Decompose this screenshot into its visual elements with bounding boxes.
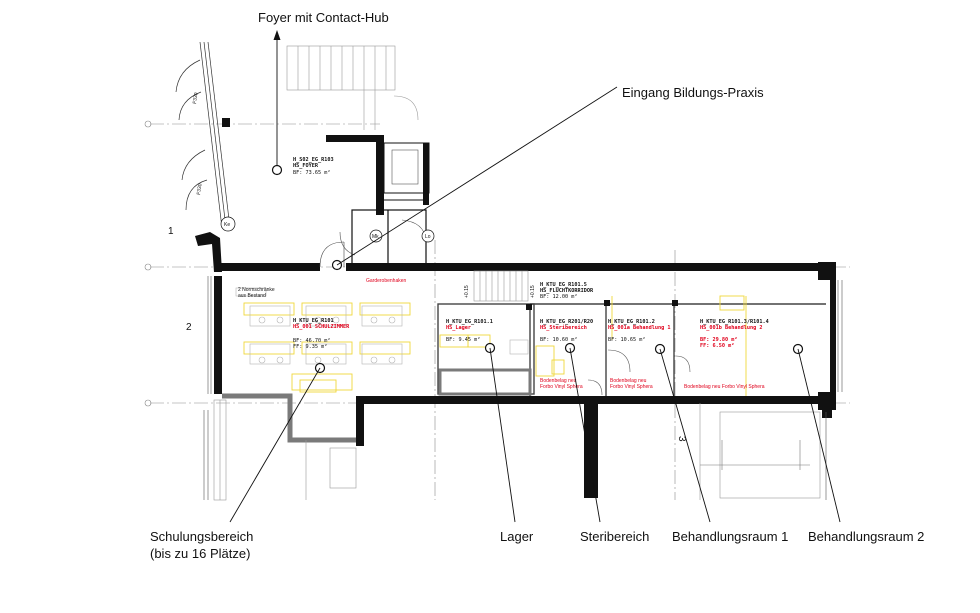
svg-text:BF: 73.65 m²: BF: 73.65 m²: [293, 170, 330, 176]
svg-text:BF: 9.45 m²: BF: 9.45 m²: [446, 337, 480, 343]
svg-text:HS_001 SCHULZIMMER: HS_001 SCHULZIMMER: [293, 324, 350, 330]
callout-training-capacity: (bis zu 16 Plätze): [150, 546, 250, 561]
callout-training: Schulungsbereich: [150, 529, 253, 544]
main-walls: [195, 232, 836, 498]
axis-markers: [144, 120, 152, 407]
right-facade: [825, 280, 843, 500]
svg-text:H_KTU_EG_R101.5: H_KTU_EG_R101.5: [540, 282, 587, 288]
room-stamp-corridor: H_KTU_EG_R101.5 HS_FLUCHTKORRIDOR BF: 12…: [540, 282, 594, 300]
room-doors: [587, 349, 691, 396]
axis-label-2: 2: [186, 322, 192, 333]
axis-label-1: 1: [168, 226, 174, 237]
callout-sterile: Steribereich: [580, 529, 649, 544]
room-stamp-sterile: H_KTU_EG_R201/R20 HS_Steribereich BF: 10…: [540, 319, 593, 343]
callout-treatment1: Behandlungsraum 1: [672, 529, 788, 544]
floor-note-t1-1: Bodenbelag neu: [610, 378, 647, 384]
callout-storage: Lager: [500, 529, 534, 544]
floor-note-sterile-2: Forbo Vinyl Sphera: [540, 384, 583, 390]
svg-text:BF: 29.80 m²: BF: 29.80 m²: [700, 337, 737, 343]
svg-text:HS_Lager: HS_Lager: [446, 325, 471, 331]
callout-treatment2: Behandlungsraum 2: [808, 529, 924, 544]
room-stamp-storage: H_KTU_EG_R101.1 HS_Lager BF: 9.45 m²: [446, 319, 493, 343]
level-note-1: +0.15: [464, 285, 470, 298]
ke-label: Ke: [224, 222, 230, 228]
svg-text:H_KTU_EG_R201/R20: H_KTU_EG_R201/R20: [540, 319, 593, 325]
room-stamp-foyer: H_S02_EG_R103 HS_FOYER BF: 73.65 m²: [293, 157, 334, 176]
svg-text:H_KTU_EG_R101.1: H_KTU_EG_R101.1: [446, 319, 493, 325]
svg-text:HS_FOYER: HS_FOYER: [293, 163, 319, 169]
floor-note-sterile-1: Bodenbelag neu: [540, 378, 577, 384]
entrance-door: [319, 241, 345, 268]
svg-text:H_S02_EG_R103: H_S02_EG_R103: [293, 157, 334, 163]
cabinets-note-1: 2 Normschränke: [238, 287, 275, 293]
wc-rooms: [220, 209, 435, 266]
svg-text:FF: 9.35 m²: FF: 9.35 m²: [293, 344, 327, 350]
training-lower-wall: [222, 393, 356, 443]
mk-label: Mk: [372, 234, 379, 240]
room-stamp-treatment1: H_KTU_EG_R101.2 HS_001a Behandlung 1 BF:…: [608, 319, 670, 343]
callout-entrance: Eingang Bildungs-Praxis: [622, 85, 764, 100]
corridor-stair: [473, 270, 529, 302]
svg-text:H_KTU_EG_R101: H_KTU_EG_R101: [293, 318, 334, 324]
svg-text:FF: 6.50 m²: FF: 6.50 m²: [700, 343, 734, 349]
lower-structures: [213, 399, 821, 501]
wardrobe-note: Garderobenhaken: [366, 278, 407, 284]
svg-text:HS_FLUCHTKORRIDOR: HS_FLUCHTKORRIDOR: [540, 288, 594, 294]
svg-text:BF: 46.70 m²: BF: 46.70 m²: [293, 338, 330, 344]
svg-text:BF: 10.65 m²: BF: 10.65 m²: [608, 337, 645, 343]
north-arrow-icon: [273, 30, 281, 40]
room-stamp-treatment2: H_KTU_EG_R101.3/R101.4 HS_001b Behandlun…: [700, 319, 769, 349]
svg-text:HS_001a Behandlung 1: HS_001a Behandlung 1: [608, 325, 670, 331]
left-facade: [175, 41, 231, 229]
svg-text:BF: 12.00 m²: BF: 12.00 m²: [540, 294, 577, 300]
floor-note-t1-2: Forbo Vinyl Sphera: [610, 384, 653, 390]
floor-note-t2: Bodenbelag neu Forbo Vinyl Sphera: [684, 384, 765, 390]
svg-text:F330: F330: [192, 92, 200, 104]
left-facade-lower: [203, 276, 212, 500]
svg-text:F330: F330: [196, 183, 204, 195]
furniture: [243, 295, 747, 396]
lo-label: Lo: [425, 234, 431, 240]
callout-foyer: Foyer mit Contact-Hub: [258, 10, 389, 25]
foyer-marker: [271, 164, 283, 176]
room-stamp-training: H_KTU_EG_R101 HS_001 SCHULZIMMER BF: 46.…: [293, 318, 350, 350]
level-note-2: +0.15: [530, 285, 536, 298]
svg-text:H_KTU_EG_R101.3/R101.4: H_KTU_EG_R101.3/R101.4: [700, 319, 769, 325]
svg-text:H_KTU_EG_R101.2: H_KTU_EG_R101.2: [608, 319, 655, 325]
elevator-core: [326, 135, 430, 215]
grid-axes: [150, 123, 850, 500]
leader-lines: [229, 34, 841, 523]
furniture-grey: [235, 287, 529, 365]
axis-label-3: 3: [676, 436, 687, 442]
cabinets-note-2: aus Bestand: [238, 293, 266, 299]
foyer-stair: [286, 45, 419, 130]
svg-text:HS_Steribereich: HS_Steribereich: [540, 325, 587, 331]
svg-text:HS_001b Behandlung 2: HS_001b Behandlung 2: [700, 325, 762, 331]
svg-text:BF: 10.60 m²: BF: 10.60 m²: [540, 337, 577, 343]
column: [222, 118, 230, 127]
